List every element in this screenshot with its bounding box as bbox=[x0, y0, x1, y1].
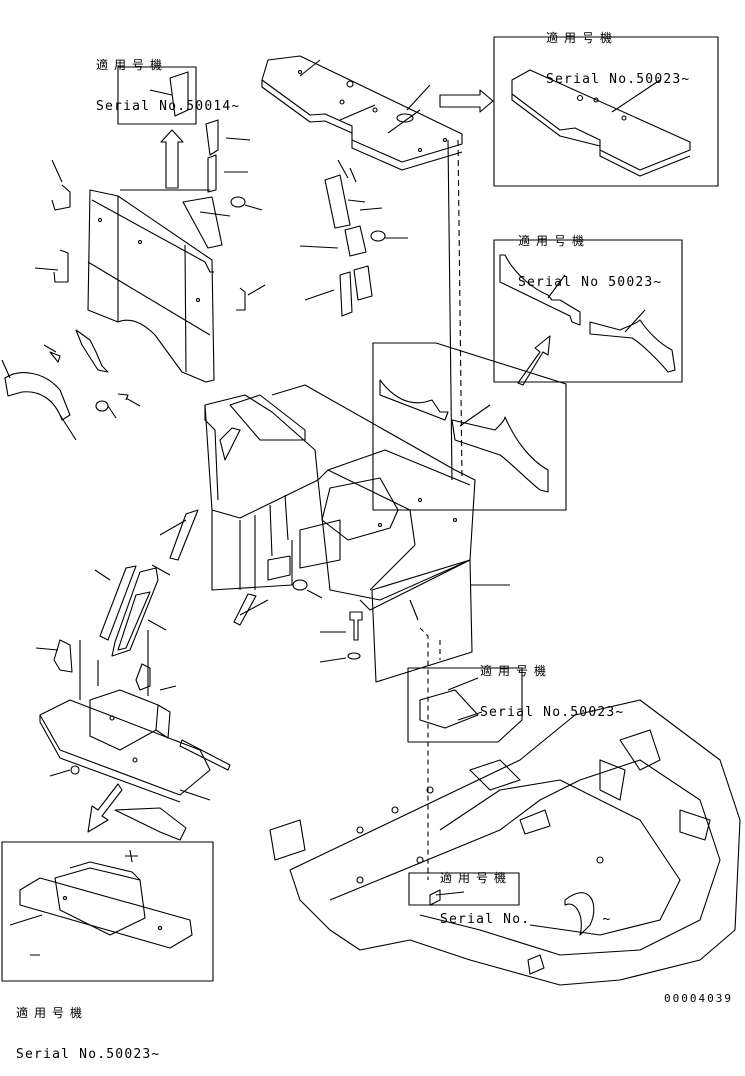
floor-plate bbox=[261, 55, 463, 171]
cover-plates-inset-part bbox=[499, 254, 676, 373]
bracket-side bbox=[111, 567, 159, 657]
plate-inset-part bbox=[419, 689, 479, 729]
inset-plate-50023-center bbox=[407, 667, 523, 743]
applicability-label: 適用号機 bbox=[440, 871, 513, 885]
inset-cover-plates-main bbox=[372, 342, 567, 511]
base-tray bbox=[35, 630, 231, 841]
grommet-2 bbox=[370, 230, 386, 242]
clip-3 bbox=[236, 287, 246, 311]
grommet-3 bbox=[292, 579, 308, 591]
clip-2 bbox=[53, 249, 69, 283]
bracket-50014 bbox=[169, 71, 189, 117]
base-plate-inset-part bbox=[9, 849, 193, 956]
callout-serial-50023-center: 適用号機 Serial No.50023~ bbox=[480, 636, 624, 734]
chassis-frame bbox=[269, 699, 741, 986]
applicability-label: 適用号機 bbox=[546, 31, 619, 45]
fender-cover bbox=[4, 372, 71, 421]
parts-exploded-diagram bbox=[1, 36, 741, 986]
inset-bracket-50014 bbox=[117, 66, 197, 125]
grommet bbox=[230, 196, 246, 208]
serial-number: Serial No. ~ bbox=[440, 912, 612, 927]
serial-number: Serial No 50023~ bbox=[518, 275, 663, 290]
applicability-label: 適用号機 bbox=[96, 58, 169, 72]
bracket-upper bbox=[182, 196, 223, 249]
rear-panel bbox=[87, 189, 231, 383]
callout-serial-50023-bottom: 適用号機 Serial No.50023~ bbox=[16, 978, 160, 1076]
strip-1 bbox=[169, 509, 199, 561]
washer bbox=[347, 652, 361, 660]
callout-serial-blank: 適用号機 Serial No. ~ bbox=[440, 843, 612, 941]
arrow-up bbox=[160, 129, 184, 189]
applicability-label: 適用号機 bbox=[518, 234, 591, 248]
inset-floor-plate-50023 bbox=[493, 36, 719, 187]
arrow-down-left bbox=[87, 783, 123, 833]
side-cover bbox=[371, 559, 473, 683]
inset-base-plate-50023 bbox=[1, 841, 214, 982]
floor-plate-inset-part bbox=[511, 69, 691, 177]
serial-number: Serial No.50023~ bbox=[16, 1047, 161, 1062]
bolt bbox=[349, 611, 363, 641]
inset-bracket-frame bbox=[408, 872, 520, 906]
side-bracket-parts bbox=[299, 159, 383, 317]
inset-cover-plates-50023 bbox=[493, 239, 683, 383]
arrow-diag-up bbox=[517, 335, 551, 386]
applicability-label: 適用号機 bbox=[16, 1006, 89, 1020]
serial-number: Serial No.50014~ bbox=[96, 99, 241, 114]
applicability-label: 適用号機 bbox=[480, 664, 553, 678]
arrow-right bbox=[439, 89, 494, 113]
cab-body bbox=[204, 384, 476, 611]
cover-plates-main-part bbox=[379, 379, 549, 493]
clip-1 bbox=[51, 184, 71, 211]
strip-2 bbox=[99, 565, 137, 641]
callout-serial-50023-right: 適用号機 Serial No 50023~ bbox=[518, 206, 662, 304]
serial-number: Serial No.50023~ bbox=[546, 72, 691, 87]
drawing-id: 00004039 bbox=[664, 992, 733, 1005]
serial-number: Serial No.50023~ bbox=[480, 705, 625, 720]
callout-serial-50023-top: 適用号機 Serial No.50023~ bbox=[546, 3, 690, 101]
callout-serial-50014: 適用号機 Serial No.50014~ bbox=[96, 30, 240, 128]
